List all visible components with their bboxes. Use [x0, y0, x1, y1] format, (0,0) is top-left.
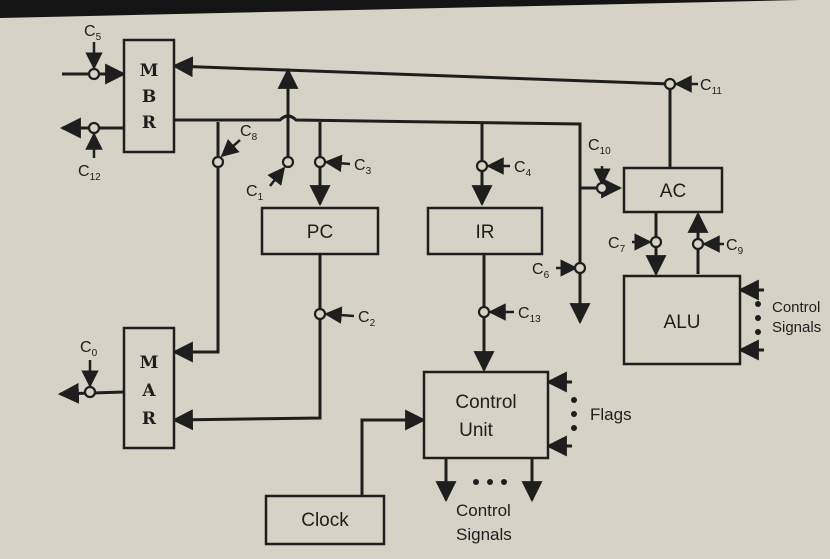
alu-control-dots	[755, 301, 761, 335]
c6-label: C6	[532, 261, 550, 281]
gate-c4	[475, 159, 489, 173]
c1-label: C1	[246, 183, 264, 203]
mar-label-2: A	[141, 381, 156, 401]
gate-c5	[87, 67, 101, 81]
ac-block	[622, 166, 724, 214]
mar-label-3: R	[142, 409, 157, 429]
mbr-label-2: B	[142, 87, 156, 107]
c5-label: C5	[84, 23, 102, 43]
alu-control-label-1: Control	[772, 299, 820, 316]
mbr-label-1: M	[140, 61, 159, 81]
cu-label-2: Unit	[459, 420, 494, 441]
wire-clock-to-cu	[360, 409, 427, 496]
flags-dots	[571, 397, 577, 431]
c11-label: C11	[700, 77, 722, 97]
gate-c11	[663, 77, 677, 91]
alu-control-label-2: Signals	[772, 319, 821, 336]
gate-c10	[595, 181, 609, 195]
cu-label-1: Control	[455, 392, 516, 413]
gate-c12	[87, 121, 101, 135]
pc-label: PC	[307, 222, 333, 243]
gate-c8	[211, 155, 225, 169]
clock-block	[264, 494, 386, 546]
ctrl-arrow-c8	[220, 138, 241, 158]
control-unit-block	[422, 370, 550, 460]
wire-mbr-bus	[174, 114, 582, 206]
ctrl-arrow-c1	[267, 166, 286, 187]
alu-label: ALU	[664, 312, 701, 333]
mbr-label-3: R	[142, 113, 157, 133]
c3-label: C3	[354, 157, 372, 177]
gates	[83, 67, 705, 399]
gate-c3	[313, 155, 327, 169]
ir-block	[426, 206, 544, 256]
c0-label: C0	[80, 339, 98, 359]
c13-label: C13	[518, 305, 541, 325]
cu-control-label-1: Control	[456, 501, 511, 520]
control-arrows	[81, 42, 724, 388]
alu-block	[622, 274, 742, 366]
cu-output-dots	[473, 479, 507, 485]
gate-c2	[313, 307, 327, 321]
gate-c1	[281, 155, 295, 169]
c10-label: C10	[588, 137, 611, 157]
c7-label: C7	[608, 235, 626, 255]
mar-label-1: M	[140, 353, 159, 373]
c4-label: C4	[514, 159, 532, 179]
gate-c9	[691, 237, 705, 251]
c8-label: C8	[240, 123, 258, 143]
gate-c13	[477, 305, 491, 319]
ctrl-arrow-c3	[324, 154, 351, 173]
c9-label: C9	[726, 237, 744, 257]
c12-label: C12	[78, 163, 101, 183]
ir-label: IR	[476, 222, 495, 243]
gate-c7	[649, 235, 663, 249]
flags-label: Flags	[590, 405, 632, 424]
wire-bus-to-mar	[171, 122, 220, 363]
ac-label: AC	[660, 181, 686, 202]
pc-block	[260, 206, 380, 256]
gate-c6	[573, 261, 587, 275]
ctrl-arrow-c2	[324, 306, 355, 324]
cu-control-label-2: Signals	[456, 525, 512, 544]
mar-block	[122, 326, 176, 450]
clock-label: Clock	[301, 510, 349, 531]
c2-label: C2	[358, 309, 376, 329]
mbr-block	[122, 38, 176, 154]
gate-c0	[83, 385, 97, 399]
